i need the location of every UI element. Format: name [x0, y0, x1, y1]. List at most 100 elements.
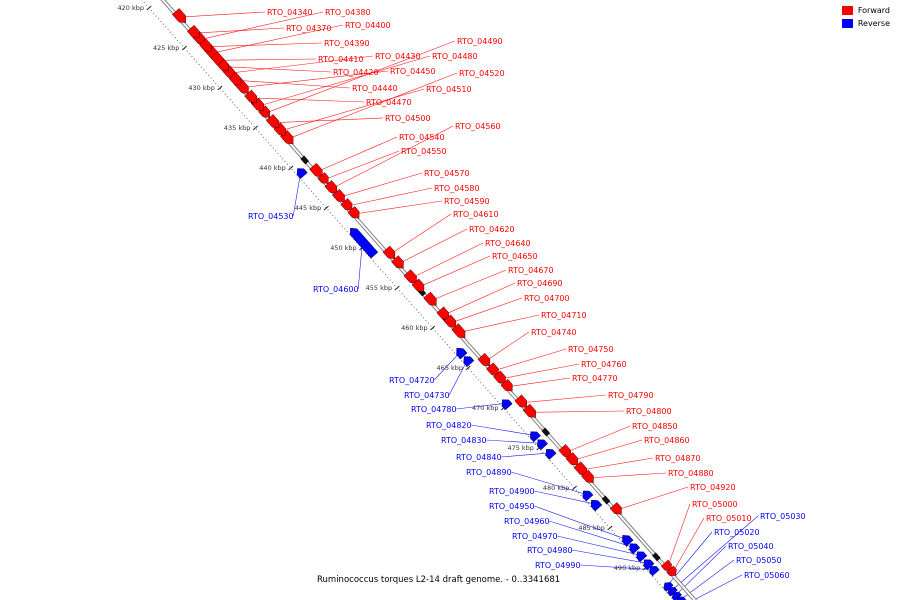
gene-leader-line	[206, 42, 323, 47]
gene-leader-line	[459, 314, 540, 333]
ruler-tick	[394, 285, 400, 291]
gene-arrow-reverse	[622, 535, 634, 547]
ruler-tick-label: 440 kbp	[259, 164, 286, 172]
gene-label: RTO_04710	[541, 311, 587, 320]
gene-label: RTO_05020	[714, 528, 760, 537]
gene-leader-line	[218, 58, 317, 61]
gene-arrow-forward	[514, 394, 528, 408]
gene-arrow-forward	[266, 114, 280, 129]
gene-leader-line	[557, 535, 641, 556]
gene-arrow-forward	[258, 105, 271, 118]
gene-leader-line	[230, 55, 374, 74]
gene-leader-line	[485, 331, 530, 362]
gene-leader-line	[332, 125, 454, 189]
gene-arrow-reverse	[501, 399, 513, 411]
gene-arrow-forward	[273, 122, 287, 136]
legend-forward-row: Forward	[841, 6, 890, 15]
gene-label: RTO_04740	[531, 328, 577, 337]
ruler-tick-label: 470 kbp	[472, 404, 499, 412]
ruler-tick	[181, 45, 188, 51]
gene-leader-line	[494, 348, 567, 371]
gene-label: RTO_04870	[655, 454, 701, 463]
gene-leader-line	[265, 40, 456, 114]
gene-leader-line	[589, 472, 667, 479]
ruler-tick-label: 460 kbp	[401, 324, 428, 332]
ruler-tick-label: 480 kbp	[543, 484, 570, 492]
gene-leader-line	[444, 282, 516, 315]
gene-label: RTO_04700	[524, 294, 570, 303]
gene-arrow-forward	[403, 269, 417, 284]
gene-arrow-forward	[347, 206, 360, 219]
gene-leader-line	[411, 242, 484, 279]
gene-label: RTO_04960	[504, 517, 550, 526]
gene-leader-line	[456, 402, 506, 410]
gene-label: RTO_04470	[366, 98, 412, 107]
ruler-tick-label: 435 kbp	[224, 124, 251, 132]
gene-label: RTO_04950	[489, 502, 535, 511]
gene-leader-line	[566, 425, 631, 453]
gene-label: RTO_04480	[432, 52, 478, 61]
legend: Forward Reverse	[841, 6, 890, 32]
gene-label: RTO_05030	[760, 512, 806, 521]
gene-leader-line	[617, 486, 689, 511]
reverse-swatch-icon	[841, 19, 853, 28]
gene-label: RTO_04520	[459, 69, 505, 78]
gene-label: RTO_04490	[457, 37, 503, 46]
gene-label: RTO_04550	[401, 147, 447, 156]
ruler-tick	[465, 365, 471, 371]
gene-leader-line	[534, 490, 596, 505]
gene-label: RTO_04890	[466, 468, 512, 477]
gene-leader-line	[324, 150, 400, 180]
gene-arrow-forward	[309, 162, 323, 177]
gene-arrow-forward	[332, 188, 345, 203]
gene-arrow-forward	[558, 444, 572, 458]
gene-label: RTO_04380	[325, 8, 371, 17]
gene-arrow-forward	[340, 198, 353, 211]
gene-leader-line	[194, 27, 285, 34]
gene-leader-line	[355, 200, 443, 215]
forward-swatch-icon	[841, 6, 853, 15]
gene-label: RTO_04860	[644, 436, 690, 445]
gene-leader-line	[259, 55, 431, 107]
ruler-tick	[217, 85, 223, 91]
gene-label: RTO_04990	[535, 561, 581, 570]
ruler-tick-label: 445 kbp	[295, 204, 322, 212]
gene-label: RTO_04530	[248, 212, 294, 221]
gene-arrow-forward	[217, 58, 229, 72]
gene-arrow-reverse	[545, 449, 557, 460]
gene-label: RTO_04840	[456, 453, 502, 462]
gene-arrow-reverse	[671, 591, 682, 600]
gene-arrow-forward	[477, 352, 491, 367]
ruler-dotted-line	[141, 0, 675, 600]
gene-label: RTO_05010	[706, 514, 752, 523]
genome-caption: Ruminococcus torques L2-14 draft genome.…	[317, 575, 561, 585]
gene-leader-line	[573, 439, 643, 461]
gene-label: RTO_04880	[668, 469, 714, 478]
gene-leader-line	[448, 359, 468, 396]
gene-arrow-forward	[436, 306, 450, 320]
ruler-tick	[146, 5, 152, 11]
gene-leader-line	[340, 172, 423, 198]
gene-arrow-forward	[244, 89, 257, 103]
ruler-tick	[571, 485, 577, 491]
gene-leader-line	[451, 297, 523, 323]
gene-arrow-forward	[251, 97, 265, 111]
gene-leader-line	[671, 515, 759, 591]
ruler-tick-label: 450 kbp	[330, 244, 357, 252]
gene-leader-line	[431, 269, 507, 301]
ruler-tick	[607, 525, 613, 531]
gene-label: RTO_04820	[426, 421, 472, 430]
gene-arrow-forward	[317, 172, 329, 184]
gene-leader-line	[672, 517, 705, 573]
gene-label: RTO_04690	[517, 279, 563, 288]
gene-arrow-forward	[660, 559, 672, 571]
gene-arrow-forward	[581, 469, 594, 483]
gene-label: RTO_04730	[404, 391, 450, 400]
gene-label: RTO_04560	[455, 122, 501, 131]
gene-label: RTO_04750	[568, 345, 614, 354]
gene-label: RTO_04390	[324, 39, 370, 48]
gene-arrow-forward	[522, 403, 536, 418]
gene-arrow-forward	[382, 245, 396, 259]
gene-leader-line	[508, 377, 571, 387]
